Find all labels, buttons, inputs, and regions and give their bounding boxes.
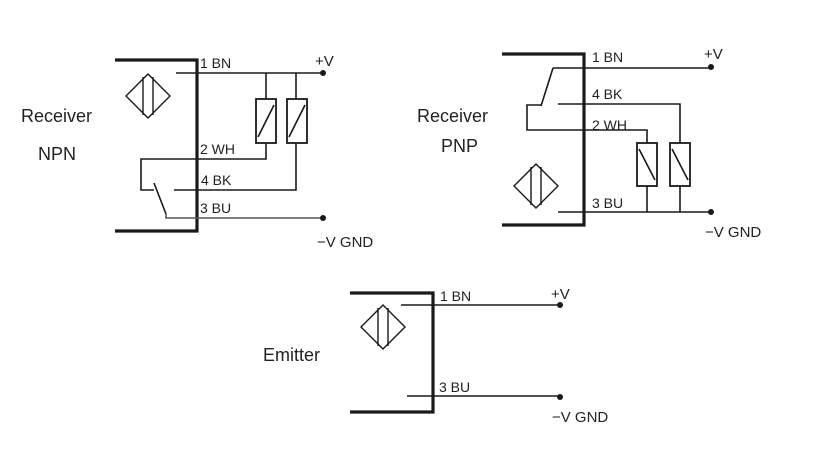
pnp-terminal-positive: [708, 64, 714, 70]
pnp-type: PNP: [441, 136, 478, 156]
emitter-title: Emitter: [263, 345, 320, 365]
pnp-pin-2: 2 WH: [592, 117, 627, 133]
npn-positive-rail: +V: [315, 53, 334, 70]
pnp-pin-1: 1 BN: [592, 49, 623, 65]
emitter-sensor-icon: [360, 304, 406, 350]
npn-load-1-icon: [255, 98, 277, 144]
npn-pin-2: 2 WH: [200, 141, 235, 157]
emitter-terminal-negative: [557, 394, 563, 400]
npn-pin-1: 1 BN: [200, 55, 231, 71]
npn-type: NPN: [38, 144, 76, 164]
npn-terminal-positive: [320, 70, 326, 76]
npn-wire-bk: [174, 143, 297, 191]
npn-pin-4: 4 BK: [201, 172, 232, 188]
npn-load-2-icon: [286, 98, 308, 144]
npn-sensor-icon: [125, 73, 171, 119]
emitter-terminal-positive: [557, 302, 563, 308]
pnp-load-2-icon: [669, 142, 691, 187]
pnp-title: Receiver: [417, 106, 488, 126]
npn-pin-3: 3 BU: [200, 200, 231, 216]
receiver-npn-block: Receiver NPN 1 BN 2 WH 4 BK 3 BU +V −V G…: [21, 53, 373, 251]
pnp-negative-rail: −V GND: [705, 224, 761, 241]
emitter-block: Emitter 1 BN 3 BU +V −V GND: [263, 286, 608, 426]
pnp-pin-4: 4 BK: [592, 86, 623, 102]
emitter-housing: [350, 291, 435, 414]
pnp-load-1-icon: [636, 142, 658, 187]
emitter-positive-rail: +V: [551, 286, 570, 303]
emitter-pin-1: 1 BN: [440, 288, 471, 304]
npn-switch-icon: [153, 182, 167, 215]
npn-wire-wh: [140, 143, 267, 191]
npn-negative-rail: −V GND: [317, 234, 373, 251]
npn-terminal-negative: [320, 215, 326, 221]
pnp-wire-wh: [526, 104, 648, 143]
emitter-negative-rail: −V GND: [552, 409, 608, 426]
npn-title: Receiver: [21, 106, 92, 126]
pnp-housing: [502, 52, 586, 227]
pnp-positive-rail: +V: [704, 46, 723, 63]
pnp-wire-bk: [558, 103, 681, 143]
receiver-pnp-block: Receiver PNP 1 BN 4 BK 2 WH 3 BU +V −V G…: [417, 46, 761, 241]
npn-wire-bu: [165, 214, 323, 219]
pnp-terminal-negative: [708, 209, 714, 215]
pnp-switch-icon: [540, 67, 554, 107]
npn-housing: [115, 58, 199, 233]
emitter-pin-3: 3 BU: [439, 379, 470, 395]
pnp-pin-3: 3 BU: [592, 195, 623, 211]
pnp-sensor-icon: [513, 163, 559, 209]
